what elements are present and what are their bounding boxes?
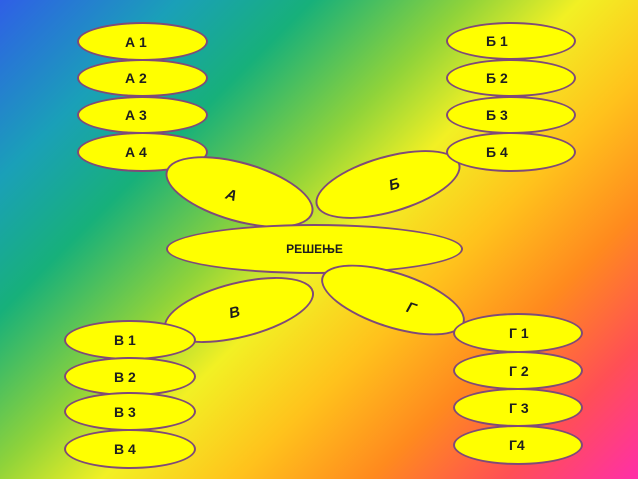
node-v-4-label: В 4: [114, 441, 136, 457]
node-a-1-label: А 1: [125, 33, 147, 50]
node-v-4[interactable]: В 4: [64, 429, 196, 469]
node-v-2[interactable]: В 2: [64, 357, 196, 396]
node-b-1-label: Б 1: [486, 33, 508, 49]
node-g-2[interactable]: Г 2: [453, 351, 583, 390]
node-b-1[interactable]: Б 1: [446, 22, 576, 60]
node-b-4-label: Б 4: [486, 144, 508, 160]
branch-g-label: Г: [404, 298, 419, 318]
node-g-4-label: Г4: [509, 437, 525, 453]
branch-b-label: Б: [386, 175, 402, 195]
node-v-1-label: В 1: [114, 332, 136, 348]
node-b-2-label: Б 2: [486, 70, 508, 86]
node-g-3-label: Г 3: [509, 399, 529, 416]
node-g-4[interactable]: Г4: [453, 425, 583, 465]
node-a-2[interactable]: А 2: [77, 59, 208, 97]
node-g-1[interactable]: Г 1: [453, 313, 583, 353]
node-g-2-label: Г 2: [509, 362, 529, 379]
node-g-3[interactable]: Г 3: [453, 388, 583, 427]
node-v-2-label: В 2: [114, 368, 136, 385]
node-a-1[interactable]: А 1: [77, 22, 208, 61]
solution-node[interactable]: РЕШЕЊЕ: [166, 224, 463, 274]
node-v-3-label: В 3: [114, 403, 136, 420]
node-b-3-label: Б 3: [486, 107, 508, 123]
node-b-2[interactable]: Б 2: [446, 59, 576, 97]
branch-a-label: А: [223, 185, 239, 205]
node-a-2-label: А 2: [125, 70, 147, 86]
node-g-1-label: Г 1: [509, 325, 529, 341]
node-b-3[interactable]: Б 3: [446, 96, 576, 134]
node-a-4-label: А 4: [125, 144, 147, 160]
node-a-3[interactable]: А 3: [77, 96, 208, 134]
node-v-3[interactable]: В 3: [64, 392, 196, 431]
node-v-1[interactable]: В 1: [64, 320, 196, 360]
node-b-4[interactable]: Б 4: [446, 132, 576, 172]
solution-label: РЕШЕЊЕ: [286, 242, 343, 256]
branch-v-label: В: [227, 302, 242, 322]
node-a-3-label: А 3: [125, 107, 147, 123]
